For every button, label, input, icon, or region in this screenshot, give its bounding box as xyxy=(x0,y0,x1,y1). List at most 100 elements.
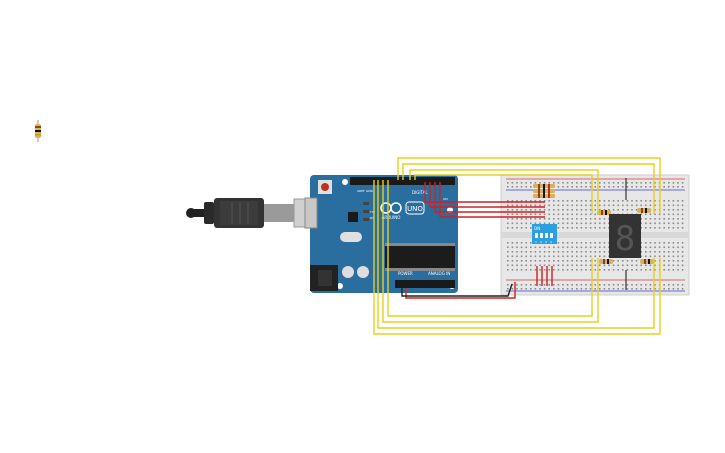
breadboard-hole[interactable] xyxy=(640,222,642,225)
breadboard-hole[interactable] xyxy=(576,246,578,249)
breadboard-hole[interactable] xyxy=(635,284,638,286)
breadboard-hole[interactable] xyxy=(507,242,509,244)
breadboard-hole[interactable] xyxy=(553,251,555,253)
breadboard-hole[interactable] xyxy=(672,260,675,262)
breadboard-hole[interactable] xyxy=(654,284,656,286)
breadboard-hole[interactable] xyxy=(617,182,619,184)
breadboard-hole[interactable] xyxy=(668,186,670,188)
breadboard-hole[interactable] xyxy=(576,200,578,202)
breadboard-hole[interactable] xyxy=(507,251,509,253)
breadboard-hole[interactable] xyxy=(566,222,569,225)
breadboard-hole[interactable] xyxy=(617,264,619,267)
usb-cable[interactable] xyxy=(186,198,313,228)
breadboard-hole[interactable] xyxy=(585,209,587,211)
breadboard-hole[interactable] xyxy=(677,288,679,290)
breadboard-hole[interactable] xyxy=(516,186,518,188)
breadboard-hole[interactable] xyxy=(612,186,615,188)
breadboard-hole[interactable] xyxy=(649,288,652,290)
breadboard-hole[interactable] xyxy=(640,200,642,202)
breadboard-hole[interactable] xyxy=(520,255,523,258)
breadboard-hole[interactable] xyxy=(553,260,555,262)
seven-segment-display[interactable]: 8 xyxy=(609,214,641,259)
breadboard-hole[interactable] xyxy=(612,264,615,267)
breadboard-hole[interactable] xyxy=(576,186,578,188)
breadboard-hole[interactable] xyxy=(663,284,665,286)
breadboard-hole[interactable] xyxy=(654,213,656,216)
breadboard-hole[interactable] xyxy=(576,227,578,229)
breadboard-hole[interactable] xyxy=(668,218,670,220)
breadboard-hole[interactable] xyxy=(548,264,550,267)
breadboard-hole[interactable] xyxy=(585,218,587,220)
breadboard-hole[interactable] xyxy=(649,251,652,253)
breadboard-hole[interactable] xyxy=(571,222,573,225)
breadboard-hole[interactable] xyxy=(658,251,661,253)
breadboard-hole[interactable] xyxy=(681,200,684,202)
breadboard-hole[interactable] xyxy=(516,218,518,220)
breadboard-hole[interactable] xyxy=(612,204,615,207)
breadboard-hole[interactable] xyxy=(681,222,684,225)
breadboard-hole[interactable] xyxy=(543,284,546,286)
breadboard-hole[interactable] xyxy=(663,255,665,258)
breadboard-hole[interactable] xyxy=(511,222,514,225)
breadboard-hole[interactable] xyxy=(681,213,684,216)
breadboard-hole[interactable] xyxy=(539,269,541,271)
breadboard-hole[interactable] xyxy=(612,269,615,271)
breadboard-hole[interactable] xyxy=(589,204,592,207)
breadboard-hole[interactable] xyxy=(576,222,578,225)
breadboard-hole[interactable] xyxy=(548,288,550,290)
breadboard-hole[interactable] xyxy=(612,284,615,286)
breadboard-hole[interactable] xyxy=(566,260,569,262)
breadboard-hole[interactable] xyxy=(631,260,633,262)
breadboard-hole[interactable] xyxy=(677,260,679,262)
breadboard-hole[interactable] xyxy=(520,222,523,225)
breadboard-hole[interactable] xyxy=(668,213,670,216)
breadboard-hole[interactable] xyxy=(557,242,560,244)
breadboard-hole[interactable] xyxy=(663,227,665,229)
breadboard-hole[interactable] xyxy=(507,260,509,262)
breadboard-hole[interactable] xyxy=(589,264,592,267)
breadboard-hole[interactable] xyxy=(580,269,583,271)
breadboard-hole[interactable] xyxy=(520,246,523,249)
breadboard-hole[interactable] xyxy=(566,213,569,216)
breadboard-hole[interactable] xyxy=(562,186,564,188)
usb-port[interactable] xyxy=(304,197,318,229)
breadboard-hole[interactable] xyxy=(539,251,541,253)
breadboard-hole[interactable] xyxy=(553,182,555,184)
breadboard-hole[interactable] xyxy=(631,209,633,211)
breadboard-hole[interactable] xyxy=(672,255,675,258)
breadboard-hole[interactable] xyxy=(580,222,583,225)
breadboard-hole[interactable] xyxy=(557,227,560,229)
breadboard-hole[interactable] xyxy=(635,264,638,267)
breadboard-hole[interactable] xyxy=(649,204,652,207)
loose-resistor[interactable] xyxy=(35,120,41,142)
breadboard-hole[interactable] xyxy=(534,182,537,184)
breadboard-hole[interactable] xyxy=(516,269,518,271)
breadboard-hole[interactable] xyxy=(589,269,592,271)
breadboard-hole[interactable] xyxy=(603,222,606,225)
breadboard-hole[interactable] xyxy=(599,186,601,188)
breadboard-hole[interactable] xyxy=(580,251,583,253)
breadboard-hole[interactable] xyxy=(566,209,569,211)
breadboard-hole[interactable] xyxy=(663,200,665,202)
breadboard-hole[interactable] xyxy=(594,288,596,290)
breadboard-hole[interactable] xyxy=(525,204,527,207)
breadboard-hole[interactable] xyxy=(649,246,652,249)
breadboard-hole[interactable] xyxy=(594,242,596,244)
breadboard-hole[interactable] xyxy=(594,204,596,207)
breadboard-hole[interactable] xyxy=(617,204,619,207)
breadboard-hole[interactable] xyxy=(539,222,541,225)
breadboard-hole[interactable] xyxy=(511,255,514,258)
breadboard-hole[interactable] xyxy=(543,288,546,290)
breadboard-hole[interactable] xyxy=(608,264,610,267)
breadboard-hole[interactable] xyxy=(626,288,629,290)
breadboard-hole[interactable] xyxy=(571,288,573,290)
breadboard-hole[interactable] xyxy=(681,227,684,229)
breadboard-hole[interactable] xyxy=(530,288,532,290)
breadboard-hole[interactable] xyxy=(645,255,647,258)
breadboard-hole[interactable] xyxy=(589,255,592,258)
breadboard-hole[interactable] xyxy=(507,255,509,258)
breadboard-hole[interactable] xyxy=(585,251,587,253)
breadboard-hole[interactable] xyxy=(631,264,633,267)
breadboard-hole[interactable] xyxy=(566,182,569,184)
breadboard-hole[interactable] xyxy=(530,227,532,229)
